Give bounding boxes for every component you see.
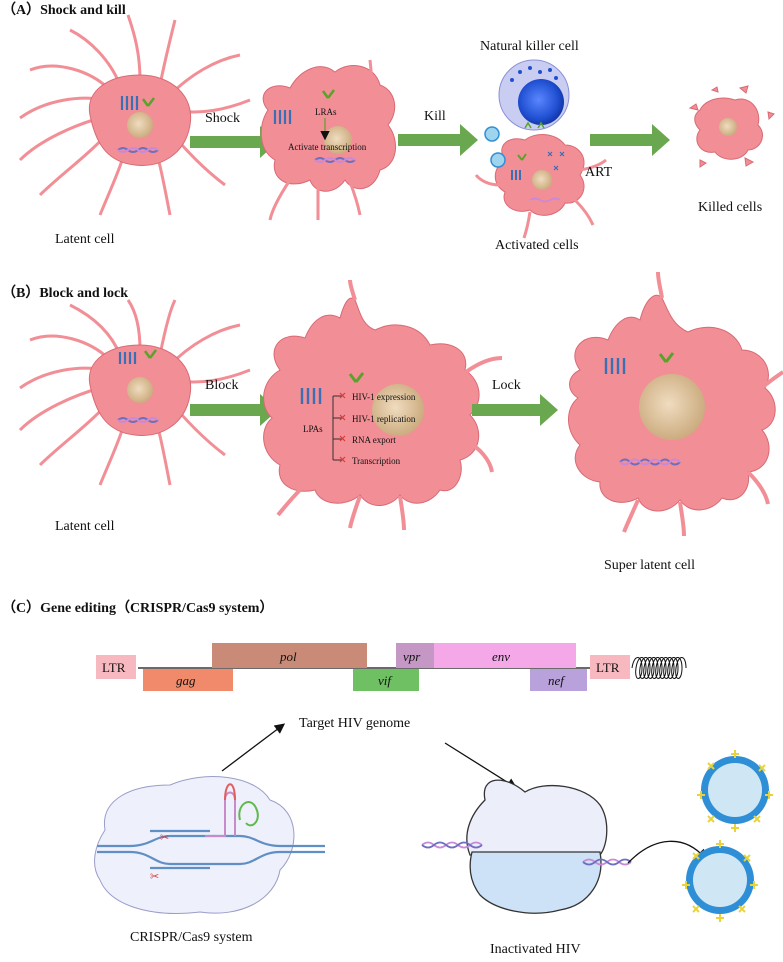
- block-arrow: [190, 394, 278, 426]
- target-hiv-genome-label: Target HIV genome: [299, 716, 410, 731]
- lpas-label: LPAs: [303, 424, 323, 434]
- latent-cell-a-label: Latent cell: [55, 232, 115, 247]
- ltr-left-label: LTR: [102, 660, 126, 675]
- ltr-right-box: [590, 655, 630, 679]
- env-box: [434, 643, 576, 668]
- to-killed-arrow: [590, 124, 670, 156]
- effect-rna-export: RNA export: [352, 435, 396, 445]
- pol-label: pol: [279, 649, 297, 664]
- kill-label: Kill: [424, 109, 446, 124]
- crispr-cas9-complex: ✂ ✂: [94, 776, 325, 914]
- to-virions-arrow: [627, 840, 707, 864]
- hiv-virion-icon: [682, 840, 758, 922]
- host-dna-coil: [631, 657, 687, 679]
- to-target-arrow: [221, 723, 286, 772]
- super-latent-cell-label: Super latent cell: [604, 558, 695, 573]
- latent-cell-a: [18, 14, 251, 216]
- effect-transcription: Transcription: [352, 456, 401, 466]
- lock-arrow: [472, 394, 558, 426]
- env-label: env: [492, 649, 510, 664]
- panel-c-heading: （C）Gene editing（CRISPR/Cas9 system）: [2, 600, 273, 616]
- nef-box: [530, 669, 587, 691]
- kill-arrow: [398, 124, 478, 156]
- virion-icon: [484, 126, 506, 168]
- inactivated-hiv: [421, 779, 632, 914]
- inactivated-hiv-label: Inactivated HIV: [490, 942, 581, 957]
- effect-hiv1-expression: HIV-1 expression: [352, 392, 416, 402]
- latent-cell-b: [18, 299, 251, 486]
- vif-box: [353, 669, 419, 691]
- effect-hiv1-replication: HIV-1 replication: [352, 414, 416, 424]
- killed-cells-label: Killed cells: [698, 200, 762, 215]
- gag-label: gag: [176, 673, 196, 688]
- shock-arrow: [190, 126, 278, 158]
- ltr-left-box: [96, 655, 136, 679]
- activate-transcription-label: Activate transcription: [288, 142, 367, 152]
- scissors-bottom-icon: ✂: [150, 871, 159, 883]
- vif-label: vif: [378, 673, 393, 688]
- natural-killer-cell-label: Natural killer cell: [480, 39, 579, 54]
- hiv-virion-icon: [697, 750, 773, 832]
- latent-cell-b-label: Latent cell: [55, 519, 115, 534]
- nef-label: nef: [548, 673, 566, 688]
- panel-a-heading: （A）Shock and kill: [2, 2, 126, 18]
- block-label: Block: [205, 378, 238, 393]
- panel-b-heading: （B）Block and lock: [2, 285, 128, 301]
- lra-treated-cell: [260, 59, 396, 221]
- hiv-genome-map: [96, 643, 687, 691]
- lras-label: LRAs: [315, 107, 337, 117]
- activated-cell: [474, 134, 607, 239]
- shock-label: Shock: [205, 111, 240, 126]
- natural-killer-cell: [498, 59, 570, 131]
- scissors-top-icon: ✂: [160, 832, 169, 844]
- pol-box: [212, 643, 367, 668]
- art-label: ART: [585, 165, 613, 180]
- vpr-box: [396, 643, 434, 668]
- killed-cells: [688, 85, 775, 168]
- crispr-system-label: CRISPR/Cas9 system: [130, 930, 253, 945]
- vpr-label: vpr: [403, 649, 421, 664]
- activated-cells-label: Activated cells: [495, 238, 579, 253]
- super-latent-cell: [568, 271, 783, 537]
- to-inactivated-arrow: [444, 742, 518, 789]
- lock-label: Lock: [492, 378, 521, 393]
- lpa-treated-cell: [263, 279, 503, 531]
- ltr-right-label: LTR: [596, 660, 620, 675]
- gag-box: [143, 669, 233, 691]
